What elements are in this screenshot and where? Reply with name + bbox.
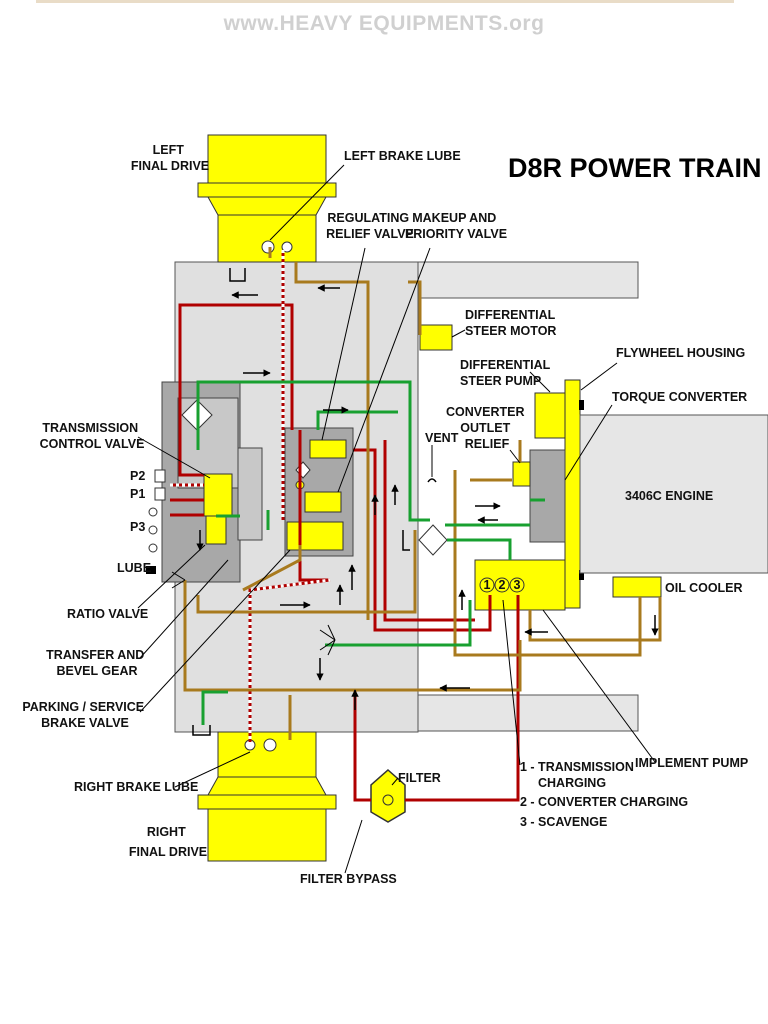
top-rule	[36, 0, 734, 3]
label-filter-bypass: FILTER BYPASS	[300, 872, 397, 886]
control-valve-yellow-upper	[203, 473, 233, 517]
flow-arrows	[196, 284, 659, 710]
pump-number-3: 3	[514, 578, 521, 592]
striped-lines	[170, 250, 331, 745]
label-vent: VENT	[425, 431, 459, 445]
label-transfer-bevel-gear: TRANSFER AND BEVEL GEAR	[46, 648, 148, 678]
label-parking-service-brake-valve: PARKING / SERVICE BRAKE VALVE	[22, 700, 147, 730]
label-filter: FILTER	[398, 771, 441, 785]
leader-lines	[137, 164, 656, 874]
label-lube: LUBE	[117, 561, 151, 575]
lube-lines	[183, 247, 662, 740]
label-converter-outlet-relief: CONVERTER OUTLET RELIEF	[446, 405, 528, 451]
parking-service-brake-valve-body	[286, 521, 344, 551]
label-flywheel-housing: FLYWHEEL HOUSING	[616, 346, 745, 360]
label-left-brake-lube: LEFT BRAKE LUBE	[344, 149, 461, 163]
drain-symbols	[192, 268, 437, 736]
control-valve-yellow-lower	[205, 515, 227, 545]
label-transmission-control-valve: TRANSMISSION CONTROL VALVE	[40, 421, 145, 451]
oil-cooler	[612, 576, 662, 598]
pump-number-2: 2	[499, 578, 506, 592]
pump-1	[479, 577, 495, 593]
label-differential-steer-motor: DIFFERENTIAL STEER MOTOR	[465, 308, 559, 338]
label-oil-cooler: OIL COOLER	[665, 581, 743, 595]
label-right-final-drive: RIGHT FINAL DRIVE	[129, 825, 207, 859]
differential-steer-motor	[419, 324, 453, 351]
diagram-title: D8R POWER TRAIN	[508, 153, 762, 183]
label-right-brake-lube: RIGHT BRAKE LUBE	[74, 780, 198, 794]
label-ratio-valve: RATIO VALVE	[67, 607, 148, 621]
pump-3	[509, 577, 525, 593]
torque-converter	[529, 449, 566, 543]
label-p1: P1	[130, 487, 145, 501]
label-engine: 3406C ENGINE	[625, 489, 713, 503]
filter	[370, 768, 406, 823]
label-implement-pump: IMPLEMENT PUMP	[635, 756, 748, 770]
label-p3: P3	[130, 520, 145, 534]
pump-2	[494, 577, 510, 593]
label-makeup-priority-valve: MAKEUP AND PRIORITY VALVE	[405, 211, 507, 241]
main-filter-diamond	[418, 524, 448, 556]
pump-number-1: 1	[484, 578, 491, 592]
label-regulating-relief-valve: REGULATING RELIEF VALVE	[326, 211, 414, 241]
converter-outlet-relief-valve	[512, 461, 531, 487]
flywheel-housing	[564, 379, 581, 609]
pilot-lines	[196, 380, 545, 725]
differential-steer-pump	[534, 392, 568, 439]
lower-shaft	[417, 694, 639, 732]
label-p2: P2	[130, 469, 145, 483]
upper-shaft	[417, 261, 639, 299]
right-final-drive	[197, 731, 337, 862]
label-differential-steer-pump: DIFFERENTIAL STEER PUMP	[460, 358, 554, 388]
left-final-drive	[197, 134, 337, 263]
watermark: www.HEAVY EQUIPMENTS.org	[223, 12, 545, 35]
label-left-final-drive: LEFT FINAL DRIVE	[131, 143, 209, 173]
label-torque-converter: TORQUE CONVERTER	[612, 390, 747, 404]
engine	[579, 414, 768, 574]
pressure-lines	[170, 303, 520, 802]
pump-legend: 1 - TRANSMISSION CHARGING 2 - CONVERTER …	[520, 760, 692, 829]
